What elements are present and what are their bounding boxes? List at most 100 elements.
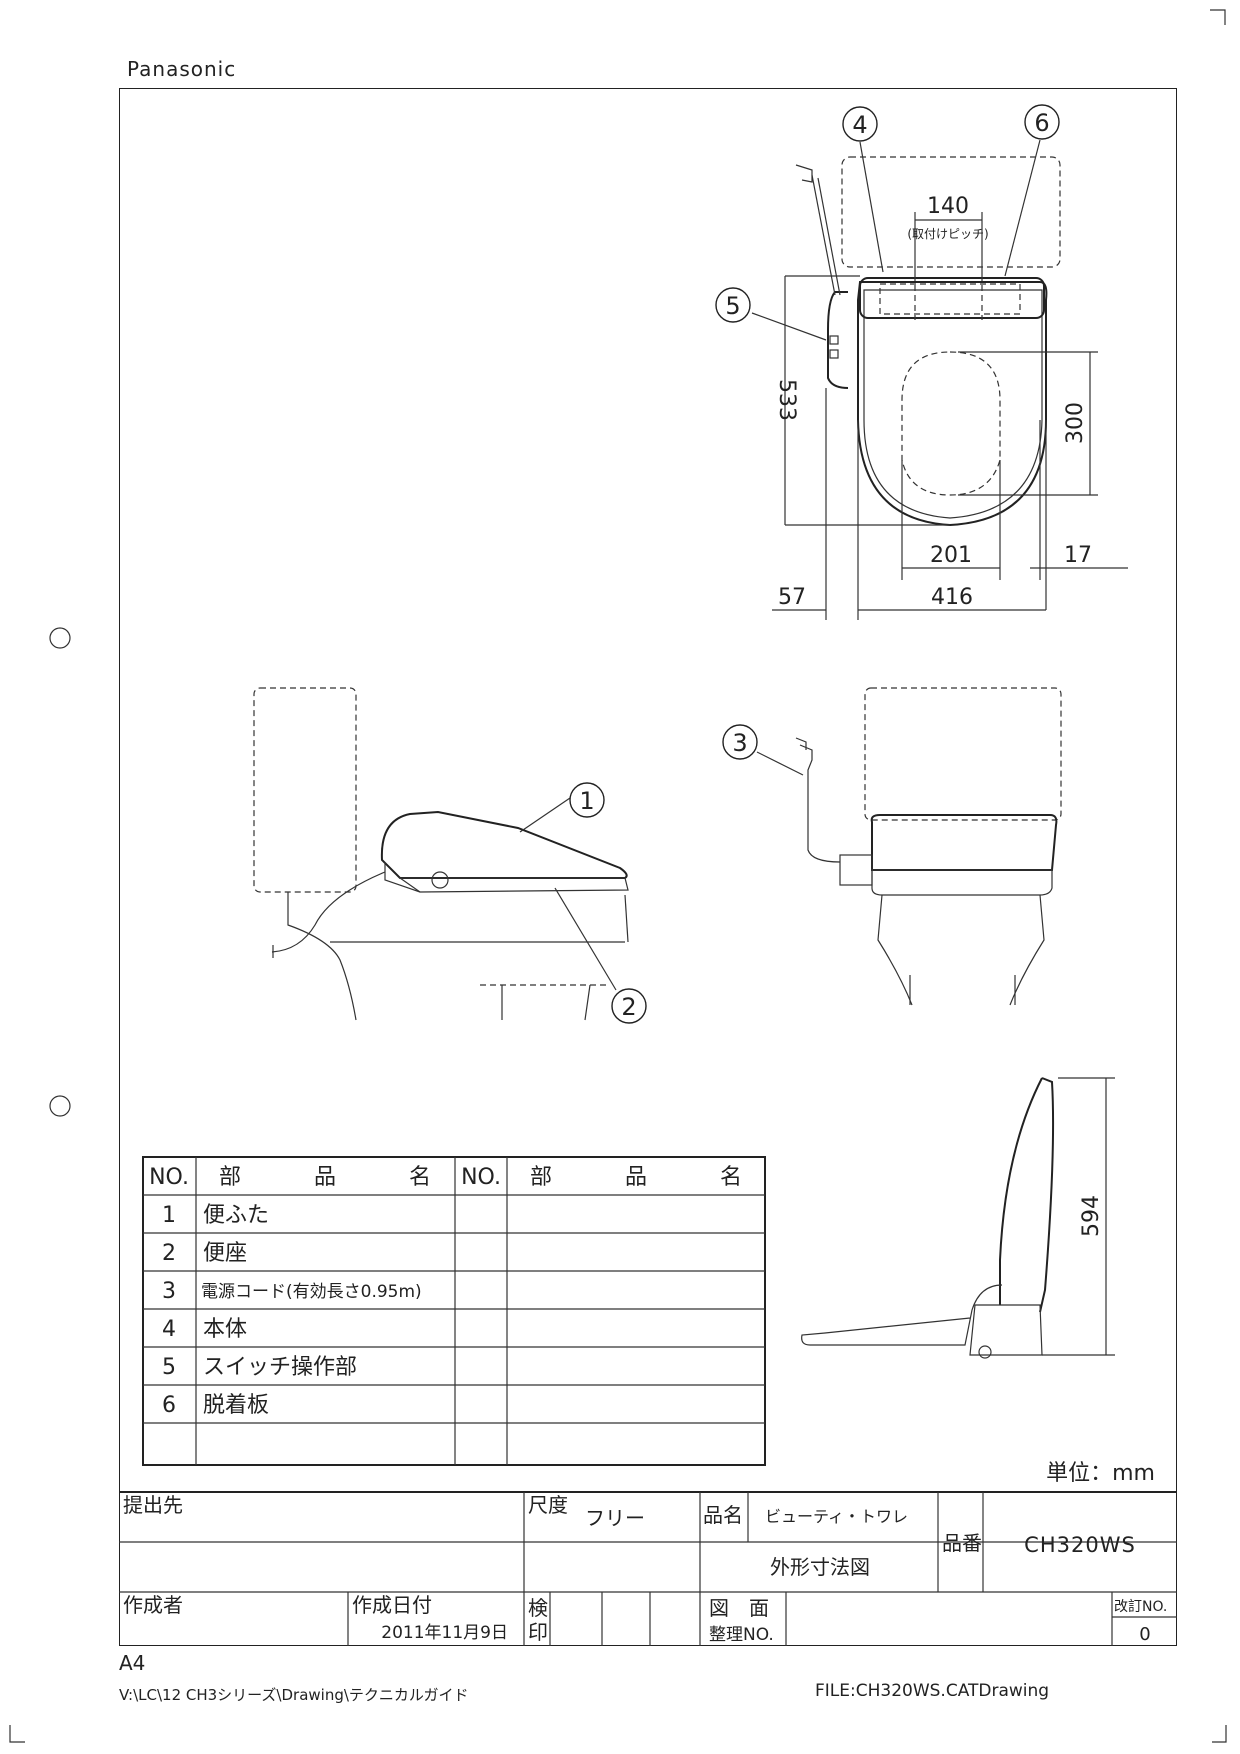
profile-lid-front [999, 1077, 1043, 1305]
paper-size: A4 [119, 1651, 145, 1675]
part-no-label: 品番 [942, 1531, 982, 1555]
scale-value: フリー [585, 1506, 645, 1530]
top-view-switch-panel [827, 291, 849, 389]
path-text: V:\LC\12 CH3シリーズ\Drawing\テクニカルガイド [119, 1686, 468, 1704]
revision-label: 改訂NO. [1114, 1599, 1167, 1615]
parts-row-name: スイッチ操作部 [203, 1355, 357, 1380]
parts-header-name-char: 部 [530, 1165, 552, 1190]
callout-3: 3 [732, 729, 747, 757]
dim-57-value: 57 [778, 585, 806, 610]
crop-mark-bottom-right [1212, 1725, 1227, 1743]
front-view-switch-panel [839, 854, 873, 886]
drawing-ref-label-2: 整理NO. [709, 1625, 774, 1645]
parts-header-no: NO. [461, 1165, 501, 1190]
top-view-tank-outline [841, 156, 1061, 268]
parts-row-no: 3 [162, 1279, 176, 1304]
front-view-plug [795, 737, 807, 750]
front-view-cord [799, 744, 841, 863]
side-view-bowl-outline [287, 892, 357, 1021]
profile-seat [801, 1284, 1003, 1346]
parts-header-name-char: 品 [625, 1165, 647, 1190]
parts-header-name-char: 品 [314, 1165, 336, 1190]
callout-1: 1 [579, 787, 594, 815]
drawing-title: 外形寸法図 [770, 1555, 870, 1579]
parts-row-no: 1 [162, 1203, 176, 1228]
parts-row-no: 6 [162, 1393, 176, 1418]
parts-row-name: 本体 [203, 1317, 247, 1342]
inspect-label-2: 印 [528, 1620, 548, 1644]
part-no: CH320WS [1024, 1533, 1136, 1557]
top-view-switch-button [829, 335, 839, 345]
leader-5 [751, 312, 827, 341]
side-view-bowl-front [624, 894, 629, 943]
scale-label: 尺度 [528, 1493, 568, 1517]
dim-140-value: 140 [927, 194, 969, 219]
brand-logo-text: Panasonic [127, 57, 237, 81]
parts-header-no: NO. [149, 1165, 189, 1190]
callout-bubble-3 [722, 724, 758, 760]
top-view-plug [795, 164, 813, 183]
side-view-tank [253, 687, 357, 893]
callout-2: 2 [621, 993, 636, 1021]
parts-row-name: 便座 [203, 1241, 247, 1266]
drawing-frame [119, 88, 1177, 1646]
front-view: 3 [722, 687, 1062, 1006]
parts-table-border [142, 1156, 766, 1466]
front-view-bowl [877, 894, 1045, 1006]
top-view-power-cord [811, 174, 836, 296]
front-view-tank [864, 687, 1062, 821]
side-profile-view: 594 [801, 1077, 1115, 1359]
leader-6 [1004, 139, 1041, 277]
parts-header-name-char: 名 [409, 1165, 431, 1190]
side-view-hinge [431, 871, 449, 889]
parts-row-name: 電源コード(有効長さ0.95m) [201, 1282, 422, 1302]
author-label: 作成者 [123, 1593, 183, 1617]
top-view-opening [901, 351, 1001, 496]
callout-bubble-1 [569, 782, 605, 818]
side-view-base [501, 984, 591, 1021]
parts-row-no: 5 [162, 1355, 176, 1380]
side-view-cord [271, 871, 386, 953]
parts-row-no: 4 [162, 1317, 176, 1342]
punch-hole-lower [49, 1095, 71, 1117]
crop-mark-bottom-left [9, 1725, 25, 1743]
top-view: 140 (取付けピッチ) 533 300 201 17 57 416 4 [715, 104, 1128, 620]
top-view-seat-inner [863, 289, 1043, 519]
product-name-label: 品名 [703, 1503, 743, 1527]
parts-row-name: 脱着板 [203, 1393, 269, 1418]
side-view-seat [398, 877, 629, 893]
date-value: 2011年11月9日 [381, 1623, 508, 1643]
callout-bubble-2 [611, 988, 647, 1024]
callout-6: 6 [1034, 109, 1049, 137]
leader-2 [554, 887, 617, 991]
product-name: ビューティ・トワレ [765, 1507, 908, 1526]
leader-1 [519, 797, 571, 833]
revision-value: 0 [1139, 1624, 1150, 1645]
side-view-lid [380, 810, 628, 879]
parts-header-name-char: 名 [720, 1165, 742, 1190]
parts-row-no: 2 [162, 1241, 176, 1266]
dim-416-value: 416 [931, 585, 973, 610]
callout-bubble-6 [1024, 104, 1060, 140]
unit-label: 単位：mm [1046, 1461, 1155, 1486]
front-view-base [909, 975, 1016, 1005]
punch-hole-upper [49, 627, 71, 649]
top-view-body [859, 277, 1045, 319]
leader-3 [756, 751, 804, 776]
profile-hinge [978, 1345, 992, 1359]
front-view-lid [870, 814, 1058, 871]
parts-row-name: 便ふた [203, 1203, 269, 1228]
dim-533-value: 533 [774, 379, 799, 421]
profile-lid-back [1039, 1077, 1055, 1313]
top-view-seat-outline [857, 281, 1048, 527]
side-view: 1 2 [253, 687, 647, 1024]
submit-to-label: 提出先 [123, 1493, 183, 1517]
dim-594-value: 594 [1079, 1195, 1104, 1237]
dim-300-value: 300 [1063, 402, 1088, 444]
dim-140-note: (取付けピッチ) [907, 227, 988, 241]
callout-5: 5 [725, 292, 740, 320]
